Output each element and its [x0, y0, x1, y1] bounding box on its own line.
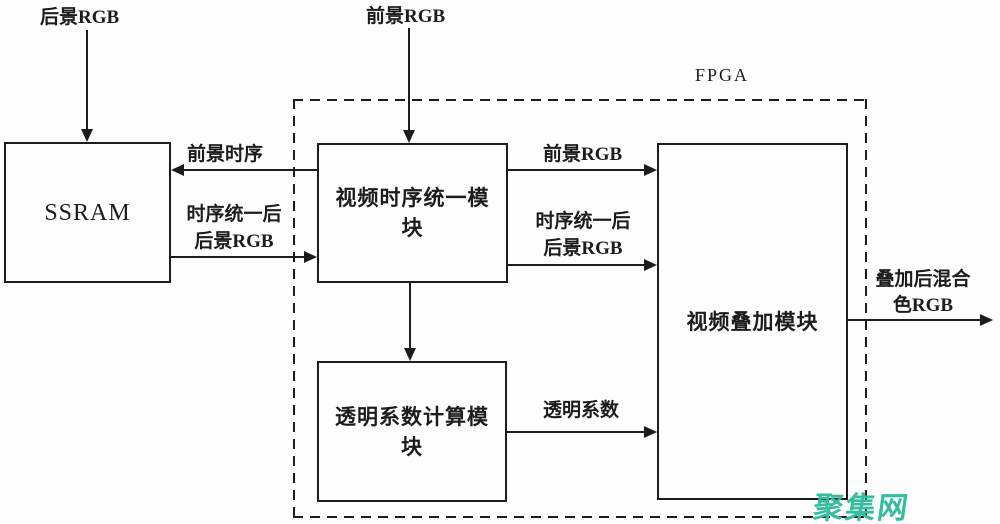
edge-timing-unified-right-arrowhead	[644, 259, 657, 271]
edge-label-bg-rgb-input: 后景RGB	[40, 7, 120, 28]
node-ssram: SSRAM	[4, 142, 171, 283]
edge-label-output: 叠加后混合 色RGB	[862, 267, 984, 319]
edge-alpha-coeff-line	[507, 431, 644, 433]
edge-fg-timing-line	[184, 169, 317, 171]
edge-label-timing-unified-left: 时序统一后 后景RGB	[170, 201, 298, 255]
fpga-region-border-bottom	[293, 516, 867, 518]
fpga-region-border-left	[293, 99, 295, 518]
edge-label-fg-timing: 前景时序	[187, 144, 264, 165]
edge-fg-timing-arrowhead	[171, 164, 184, 176]
edge-label-timing-unified-right-line2: 后景RGB	[543, 238, 623, 259]
edge-fg-rgb-mid-arrowhead	[644, 164, 657, 176]
fpga-region-border-top	[293, 99, 867, 101]
node-video-overlay-module: 视频叠加模块	[657, 143, 848, 500]
edge-label-timing-unified-left-line2: 后景RGB	[194, 231, 274, 252]
edge-label-timing-unified-left-line1: 时序统一后	[186, 204, 282, 225]
edge-timing-to-alpha-line	[409, 283, 411, 349]
edge-label-fg-rgb-input: 前景RGB	[366, 6, 446, 27]
edge-label-output-line1: 叠加后混合	[875, 269, 971, 290]
edge-bg-rgb-input-line	[86, 30, 88, 130]
edge-label-timing-unified-right-line1: 时序统一后	[535, 211, 631, 232]
edge-output-line	[848, 319, 980, 321]
edge-fg-rgb-input-line	[408, 28, 410, 131]
edge-timing-unified-left-line	[171, 256, 304, 258]
edge-label-alpha-coeff: 透明系数	[543, 400, 620, 421]
edge-alpha-coeff-arrowhead	[644, 426, 657, 438]
node-video-timing-unify-label: 视频时序统一模块	[335, 186, 490, 240]
node-ssram-label: SSRAM	[44, 199, 131, 226]
edge-label-fg-rgb-mid: 前景RGB	[543, 144, 623, 165]
edge-label-output-line2: 色RGB	[892, 295, 954, 316]
edge-label-timing-unified-right: 时序统一后 后景RGB	[520, 208, 646, 262]
node-video-overlay-label: 视频叠加模块	[686, 309, 819, 334]
edge-fg-rgb-mid-line	[508, 169, 644, 171]
edge-timing-to-alpha-arrowhead	[404, 348, 416, 361]
watermark: 聚集网	[811, 492, 912, 524]
edge-timing-unified-right-line	[508, 264, 644, 266]
edge-bg-rgb-input-arrowhead	[81, 129, 93, 142]
edge-output-arrowhead	[980, 314, 993, 326]
node-alpha-coefficient-label: 透明系数计算模块	[335, 404, 489, 459]
fpga-region-label: FPGA	[695, 65, 750, 85]
fpga-region-border-right	[865, 99, 867, 518]
edge-timing-unified-left-arrowhead	[304, 251, 317, 263]
edge-fg-rgb-input-arrowhead	[403, 130, 415, 143]
node-video-timing-unify-module: 视频时序统一模块	[317, 143, 508, 283]
node-alpha-coefficient-module: 透明系数计算模块	[317, 361, 507, 502]
